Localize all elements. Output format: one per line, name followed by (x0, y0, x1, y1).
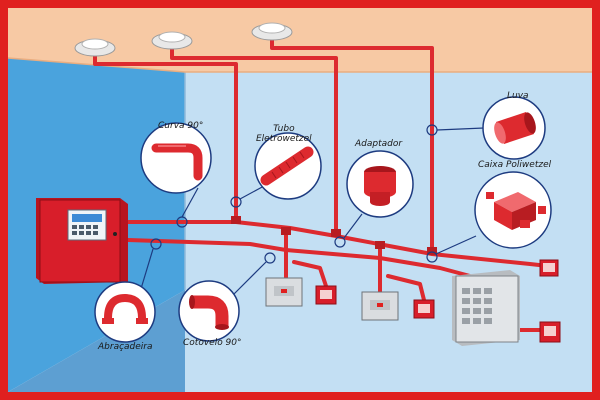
smoke-detector-icon (151, 31, 193, 50)
sleeve-icon (482, 96, 546, 160)
pipe-branch-2 (386, 274, 426, 302)
label-cotovelo-90: Cotovelo 90° (183, 338, 242, 348)
manual-call-point-icon (539, 259, 559, 277)
label-tubo-line1: Tubo (273, 124, 295, 134)
tube-icon (254, 132, 322, 200)
label-tubo-eletrowetzel: Tubo Eletrowetzel (256, 124, 312, 144)
ceiling (8, 8, 592, 72)
label-tubo-line2: Eletrowetzel (256, 134, 312, 144)
manual-call-point-icon (315, 285, 337, 305)
elbow-90-icon (178, 280, 240, 342)
label-abracadeira: Abraçadeira (98, 342, 153, 352)
manual-call-point-icon (413, 299, 435, 319)
distribution-box-icon (452, 270, 520, 346)
pipe-trunk-lower (126, 238, 472, 278)
manual-call-point-icon (539, 321, 561, 343)
pipe-detector-2 (170, 44, 338, 234)
junction-box-icon (265, 277, 303, 307)
label-luva: Luva (507, 91, 529, 101)
pipe-branch-1 (292, 260, 328, 288)
junction-box-icon (361, 291, 399, 321)
label-caixa-poliwetzel: Caixa Poliwetzel (478, 160, 552, 170)
smoke-detector-icon (74, 38, 116, 57)
smoke-detector-icon (251, 22, 293, 41)
label-curva-90: Curva 90° (158, 121, 204, 131)
clamp-icon (94, 281, 156, 343)
label-adaptador: Adaptador (355, 139, 403, 149)
pipe-detector-3 (270, 36, 434, 254)
fire-alarm-panel-icon (36, 198, 128, 284)
callout-leaders (139, 124, 485, 297)
curve-90-icon (140, 122, 212, 194)
pipe-detector-1 (93, 50, 238, 222)
box-icon (474, 171, 552, 249)
pipe-joints (231, 216, 437, 255)
adapter-icon (346, 150, 414, 218)
